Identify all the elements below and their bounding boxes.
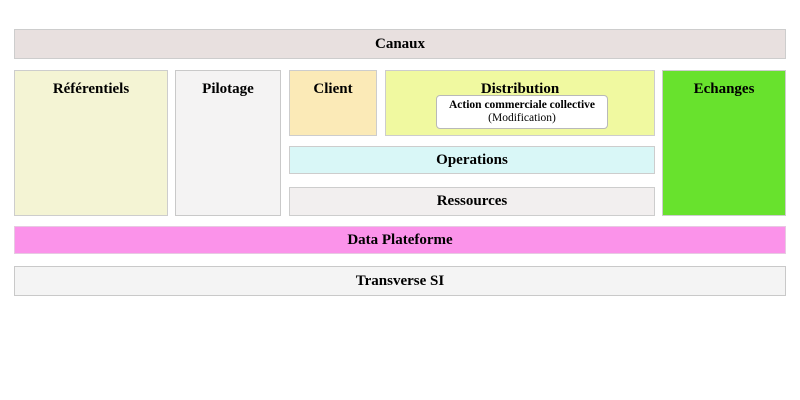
block-referentiels-label: Référentiels [52, 81, 130, 97]
block-echanges[interactable]: Echanges [662, 70, 786, 216]
block-canaux[interactable]: Canaux [14, 29, 786, 59]
block-echanges-label: Echanges [693, 81, 755, 97]
callout-action-commerciale-collective[interactable]: Action commerciale collective (Modificat… [436, 95, 608, 129]
callout-title: Action commerciale collective [448, 99, 596, 111]
block-data-plateforme[interactable]: Data Plateforme [14, 226, 786, 254]
block-ressources-label: Ressources [436, 193, 508, 210]
block-canaux-label: Canaux [374, 35, 426, 52]
block-client-label: Client [313, 81, 353, 97]
block-distribution-label: Distribution [480, 81, 560, 97]
block-operations-label: Operations [436, 151, 508, 168]
block-operations[interactable]: Operations [289, 146, 655, 174]
callout-subtitle: (Modification) [488, 112, 556, 125]
block-data-plateforme-label: Data Plateforme [347, 231, 453, 248]
block-client[interactable]: Client [289, 70, 377, 136]
block-transverse-si[interactable]: Transverse SI [14, 266, 786, 296]
block-distribution[interactable]: Distribution Action commerciale collecti… [385, 70, 655, 136]
block-referentiels[interactable]: Référentiels [14, 70, 168, 216]
block-pilotage-label: Pilotage [202, 81, 254, 97]
block-ressources[interactable]: Ressources [289, 187, 655, 216]
block-pilotage[interactable]: Pilotage [175, 70, 281, 216]
block-transverse-si-label: Transverse SI [355, 272, 445, 289]
